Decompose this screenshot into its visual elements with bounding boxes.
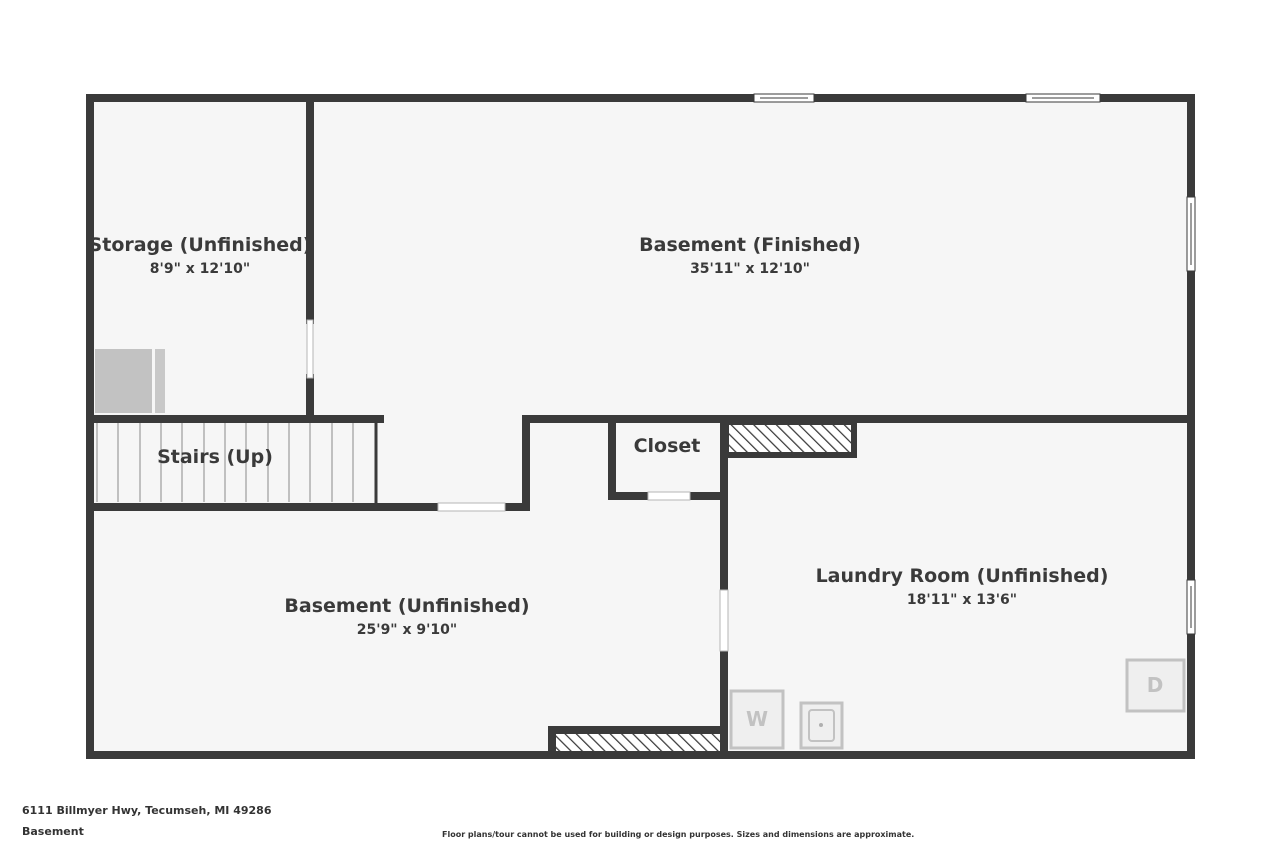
exterior-wall [86,94,1195,759]
stair-treads [96,423,354,502]
stairs-name: Stairs (Up) [157,446,273,468]
laundry-room-dims: 18'11" x 13'6" [907,592,1017,608]
laundry-room-name: Laundry Room (Unfinished) [816,565,1109,587]
openings [306,319,729,652]
closet-name: Closet [634,435,701,457]
disclaimer-text: Floor plans/tour cannot be used for buil… [442,830,915,839]
floor-area [90,98,1191,755]
storage-fixture [95,349,152,413]
dryer: D [1125,658,1186,713]
storage-room-name: Storage (Unfinished) [89,234,312,256]
basement-unfinished-dims: 25'9" x 9'10" [357,622,457,638]
windows [753,93,1196,635]
storage-fixture-edge [155,349,165,413]
dryer-label: D [1147,673,1164,697]
basement-finished-name: Basement (Finished) [639,234,861,256]
basement-finished-dims: 35'11" x 12'10" [690,261,810,277]
washer-label: W [746,707,768,731]
storage-room-dims: 8'9" x 12'10" [150,261,250,277]
chase-lower [556,734,720,751]
property-address: 6111 Billmyer Hwy, Tecumseh, MI 49286 [22,804,272,817]
basement-unfinished-name: Basement (Unfinished) [284,595,529,617]
washer: W [729,689,785,750]
chase-upper [723,419,857,458]
sink-drain-icon [819,723,823,727]
walls [86,94,1195,759]
floor-level-label: Basement [22,825,84,838]
sink [799,701,844,750]
